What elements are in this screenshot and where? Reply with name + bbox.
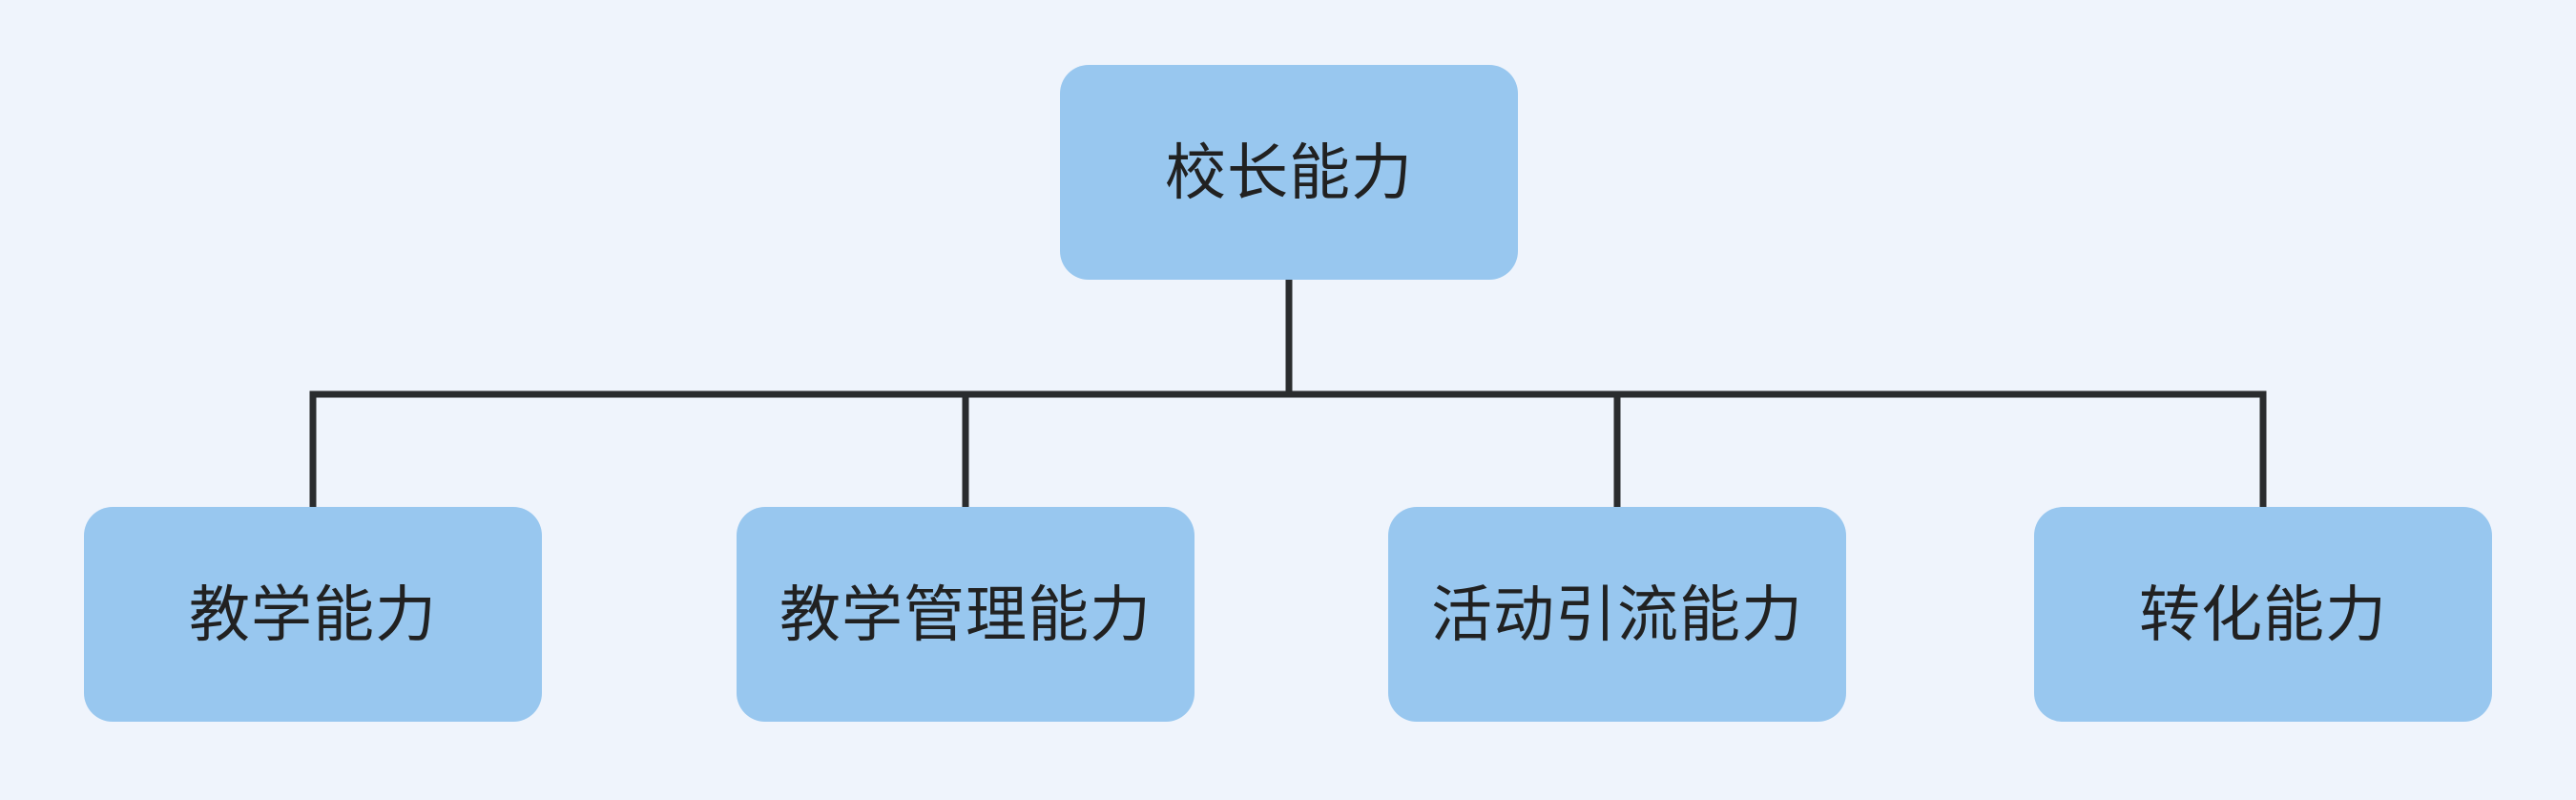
node-teaching-management-ability-label: 教学管理能力 (779, 579, 1152, 649)
node-activity-traffic-ability[interactable]: 活动引流能力 (1388, 507, 1846, 722)
node-principal-ability-label: 校长能力 (1165, 137, 1413, 207)
node-teaching-ability-label: 教学能力 (189, 579, 437, 649)
node-teaching-management-ability[interactable]: 教学管理能力 (737, 507, 1195, 722)
node-teaching-ability[interactable]: 教学能力 (84, 507, 542, 722)
node-conversion-ability[interactable]: 转化能力 (2034, 507, 2492, 722)
node-conversion-ability-label: 转化能力 (2139, 579, 2387, 649)
node-activity-traffic-ability-label: 活动引流能力 (1431, 579, 1803, 649)
node-principal-ability[interactable]: 校长能力 (1060, 65, 1518, 280)
